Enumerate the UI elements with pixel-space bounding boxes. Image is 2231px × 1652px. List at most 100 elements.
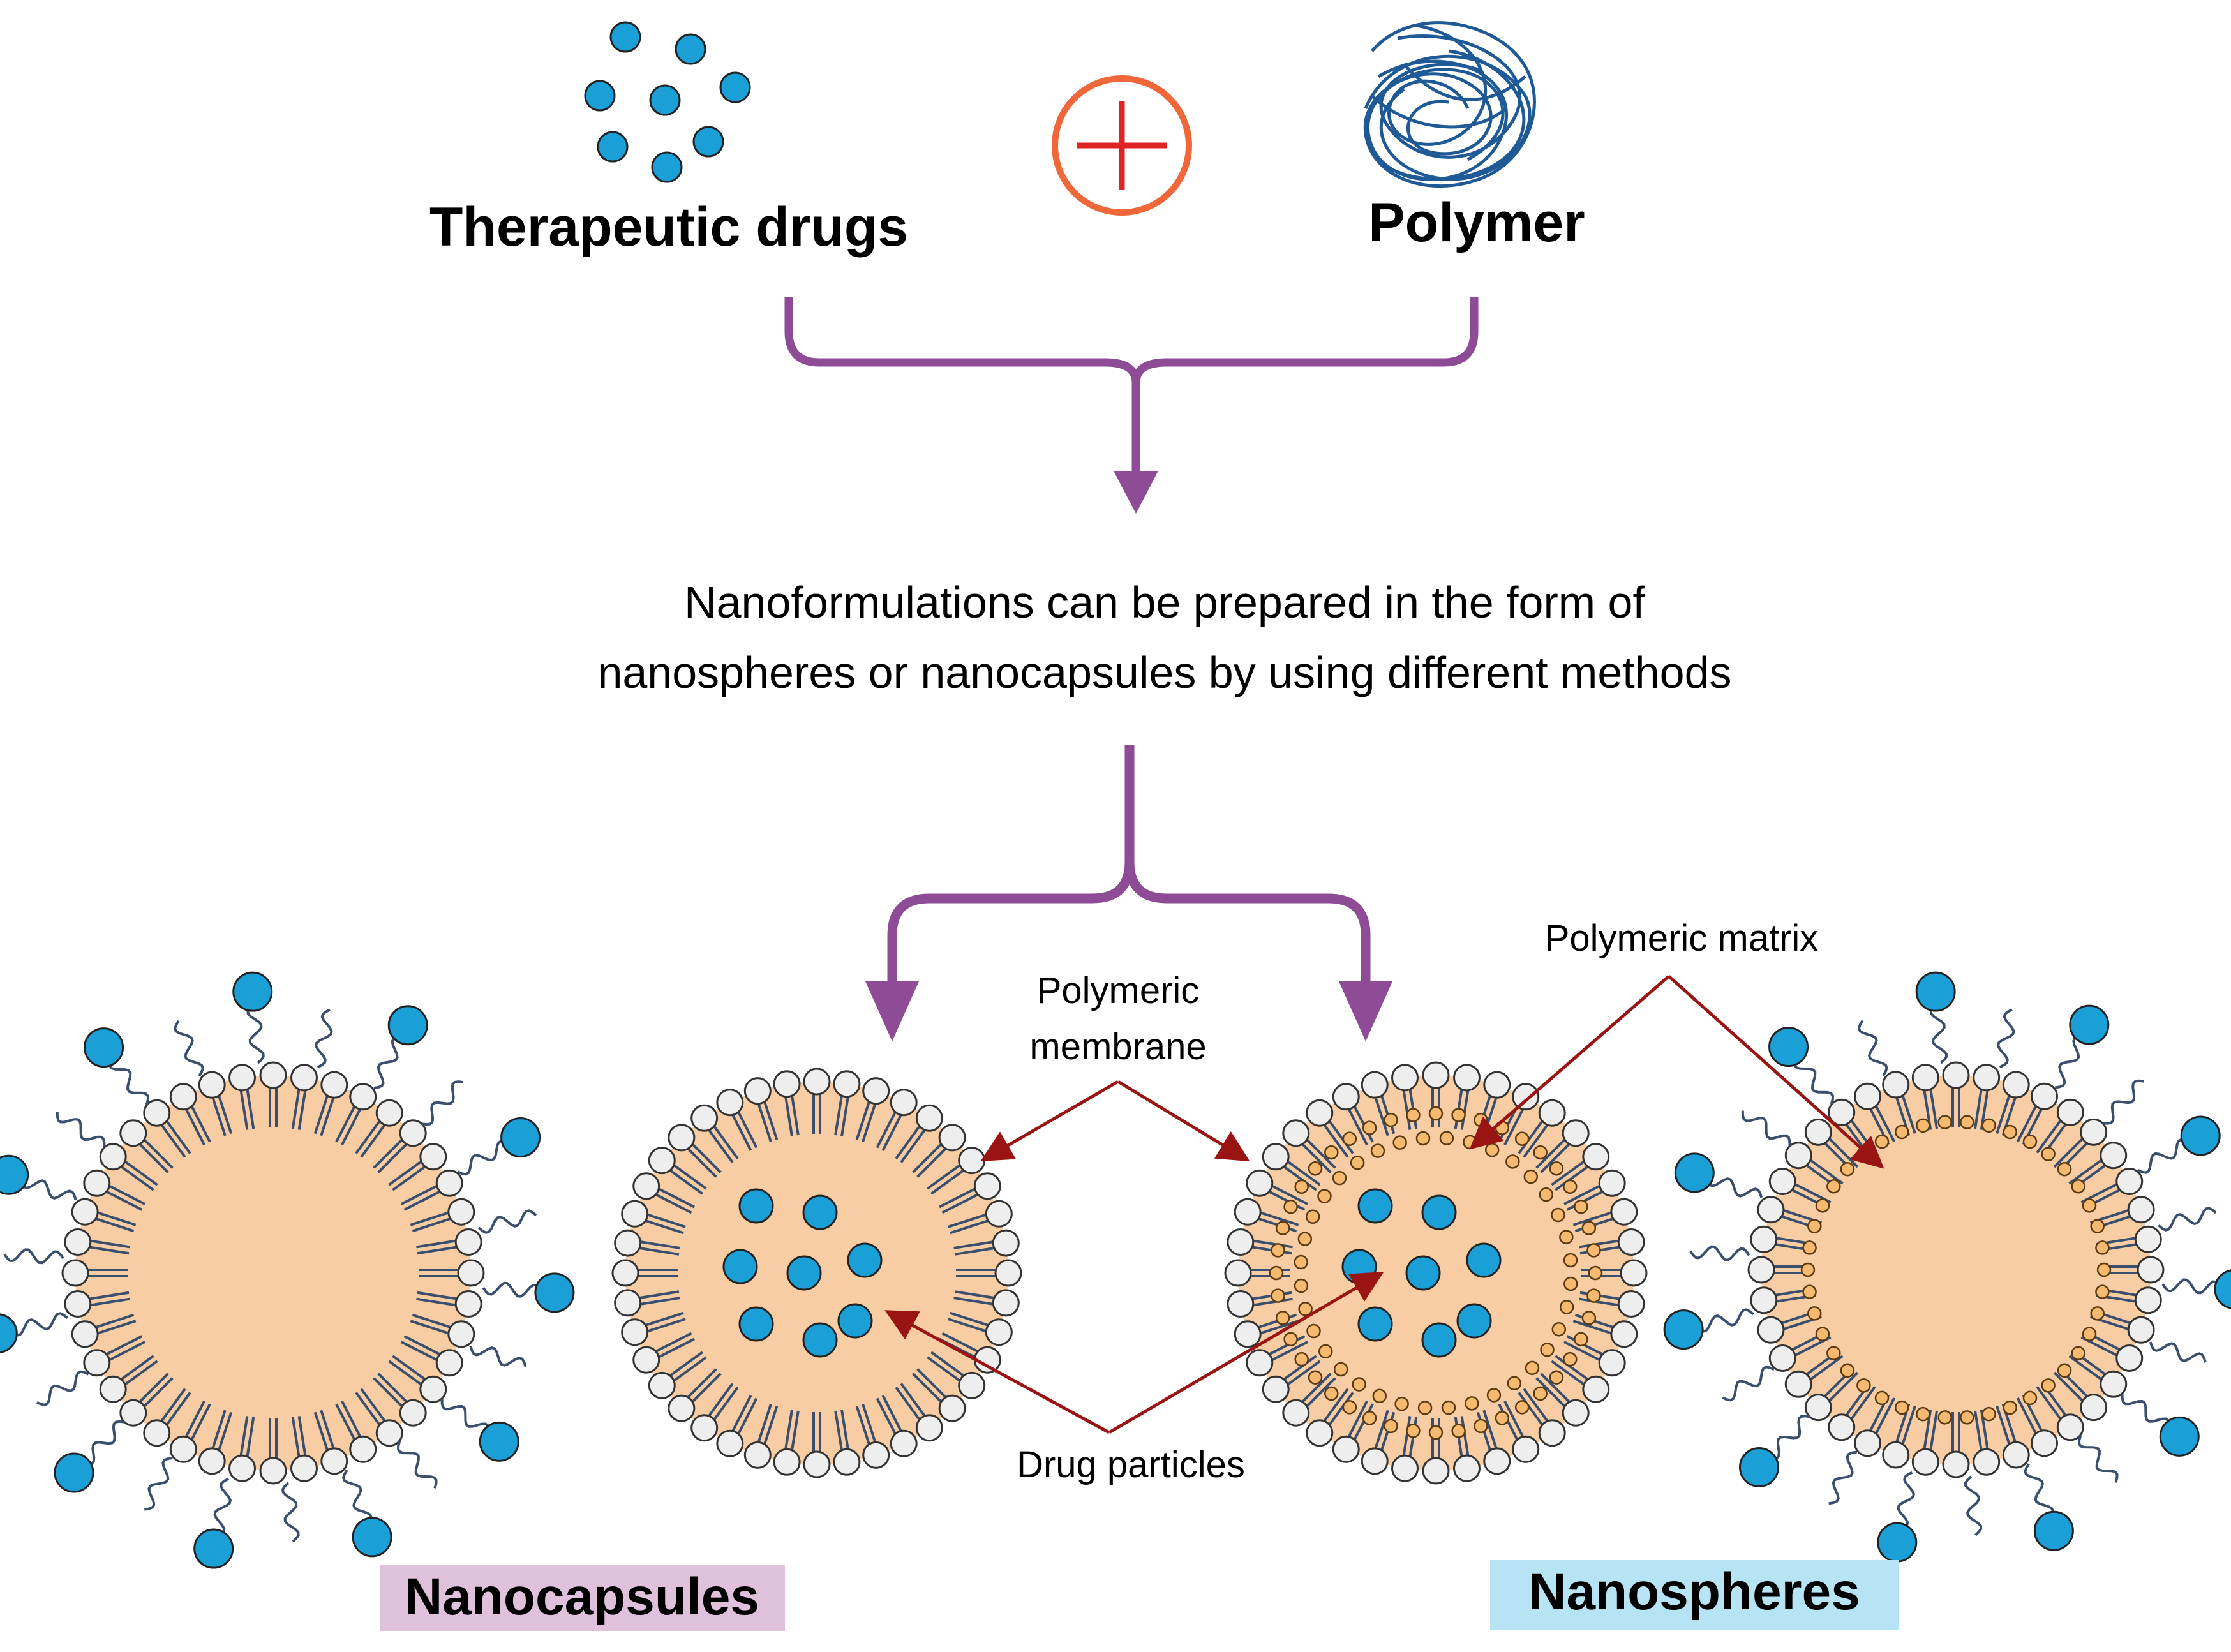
- matrix-dot: [1514, 1131, 1530, 1146]
- matrix-dot: [1981, 1118, 1996, 1133]
- matrix-dot: [1815, 1327, 1830, 1341]
- matrix-dot: [1514, 1400, 1530, 1415]
- matrix-dot: [1392, 1135, 1407, 1150]
- lipid-head: [958, 1147, 986, 1175]
- matrix-dot: [1370, 1143, 1385, 1158]
- lipid-head: [1234, 1198, 1262, 1226]
- ligand-head: [0, 1154, 29, 1195]
- matrix-dot: [1415, 1131, 1431, 1146]
- matrix-dot: [1840, 1161, 1855, 1177]
- ligand-head: [387, 1005, 428, 1046]
- lipid-head: [621, 1200, 649, 1228]
- lipid-head: [862, 1077, 890, 1105]
- ligand-linker: [1964, 1475, 1983, 1537]
- nanospheres-label: Nanospheres: [1528, 1563, 1860, 1621]
- matrix-dot: [1894, 1124, 1909, 1140]
- ligand-linker: [341, 1469, 373, 1526]
- matrix-dot: [2041, 1378, 2056, 1393]
- lipid-head: [985, 1318, 1013, 1346]
- lipid-head: [1391, 1454, 1419, 1482]
- lipid-head: [1828, 1098, 1856, 1126]
- matrix-dot: [1807, 1219, 1822, 1233]
- lipid-head: [2134, 1225, 2162, 1253]
- ligand-linker: [3, 1248, 64, 1265]
- matrix-dot: [1474, 1418, 1488, 1434]
- surface-ligands: [0, 971, 575, 1569]
- ligand-linker: [2161, 1278, 2223, 1295]
- matrix-dot: [1802, 1240, 1817, 1255]
- lipid-head: [1483, 1071, 1511, 1099]
- matrix-dot: [1505, 1154, 1520, 1169]
- lipid-head: [1452, 1064, 1481, 1092]
- ligand-linker: [19, 1179, 77, 1200]
- ligand-linker: [36, 1370, 89, 1406]
- matrix-dot: [1549, 1370, 1564, 1385]
- matrix-dot: [1451, 1424, 1466, 1438]
- ligand-linker: [2102, 1079, 2144, 1125]
- matrix-dot: [1428, 1106, 1444, 1121]
- nanocapsule-with-ligands: [0, 971, 575, 1569]
- drug-particle: [1405, 1255, 1441, 1291]
- ligand-linker: [1997, 1008, 2015, 1069]
- lipid-head: [1610, 1198, 1638, 1226]
- matrix-dot: [1551, 1207, 1565, 1223]
- lipid-head: [1422, 1061, 1450, 1089]
- lipid-head: [994, 1259, 1022, 1287]
- lipid-head: [743, 1077, 772, 1105]
- lipid-head: [1804, 1118, 1832, 1146]
- ligand-head: [193, 1528, 234, 1569]
- lipid-tails: [638, 1094, 996, 1452]
- lipid-head: [320, 1071, 348, 1099]
- ligand-head: [500, 1117, 541, 1158]
- lipid-head: [119, 1399, 147, 1427]
- matrix-dot: [1525, 1360, 1540, 1376]
- drug-particle: [722, 1249, 758, 1284]
- lipid-head: [1750, 1286, 1778, 1314]
- lipid-head: [290, 1454, 318, 1482]
- drug-particle: [802, 1194, 838, 1230]
- lipid-head: [1391, 1064, 1419, 1092]
- lipid-head: [419, 1375, 447, 1403]
- lipid-head: [375, 1099, 403, 1127]
- lipid-head: [1452, 1454, 1481, 1482]
- lipid-head: [2115, 1344, 2144, 1372]
- lipid-head: [1582, 1143, 1610, 1171]
- lipid-head: [290, 1064, 318, 1092]
- matrix-dot: [1342, 1131, 1357, 1146]
- matrix-dot: [2003, 1124, 2018, 1140]
- split-arrow: [865, 745, 1392, 1041]
- lipid-head: [915, 1104, 943, 1132]
- lipid-head: [1757, 1196, 1785, 1224]
- ligand-linker: [478, 1209, 537, 1234]
- ligand-linker: [1695, 1308, 1754, 1333]
- lipid-head: [399, 1119, 427, 1147]
- matrix-dot: [1586, 1288, 1601, 1303]
- matrix-dot: [1807, 1306, 1822, 1321]
- merge-arrow: [784, 297, 1479, 514]
- lipid-head: [64, 1228, 92, 1256]
- lipid-head: [1512, 1435, 1540, 1463]
- description-line-1: Nanoformulations can be prepared in the …: [684, 577, 1645, 627]
- matrix-dot: [1916, 1118, 1930, 1133]
- lipid-head: [973, 1172, 1001, 1200]
- matrix-dot: [1384, 1418, 1398, 1434]
- matrix-dot: [1306, 1323, 1321, 1339]
- lipid-head: [2100, 1142, 2128, 1170]
- matrix-dot: [1840, 1363, 1855, 1378]
- drug-particle: [738, 1306, 774, 1342]
- lipid-head: [71, 1198, 99, 1226]
- lipid-head: [2080, 1394, 2108, 1422]
- drug-particle: [1421, 1194, 1457, 1230]
- lipid-head: [1598, 1169, 1626, 1197]
- ligand-head: [2159, 1416, 2200, 1457]
- polymeric-membrane-label-line-2: membrane: [1029, 1026, 1206, 1068]
- lipid-head: [83, 1349, 111, 1377]
- matrix-dot: [1297, 1232, 1313, 1246]
- ligand-head: [0, 1313, 18, 1353]
- matrix-dot: [1916, 1406, 1930, 1422]
- ligand-head: [54, 1452, 94, 1493]
- matrix-dot: [1294, 1179, 1309, 1194]
- polymeric-membrane-label-line-1: Polymeric: [1037, 970, 1200, 1011]
- matrix-dot: [2003, 1400, 2018, 1415]
- ligand-linker: [469, 1346, 527, 1367]
